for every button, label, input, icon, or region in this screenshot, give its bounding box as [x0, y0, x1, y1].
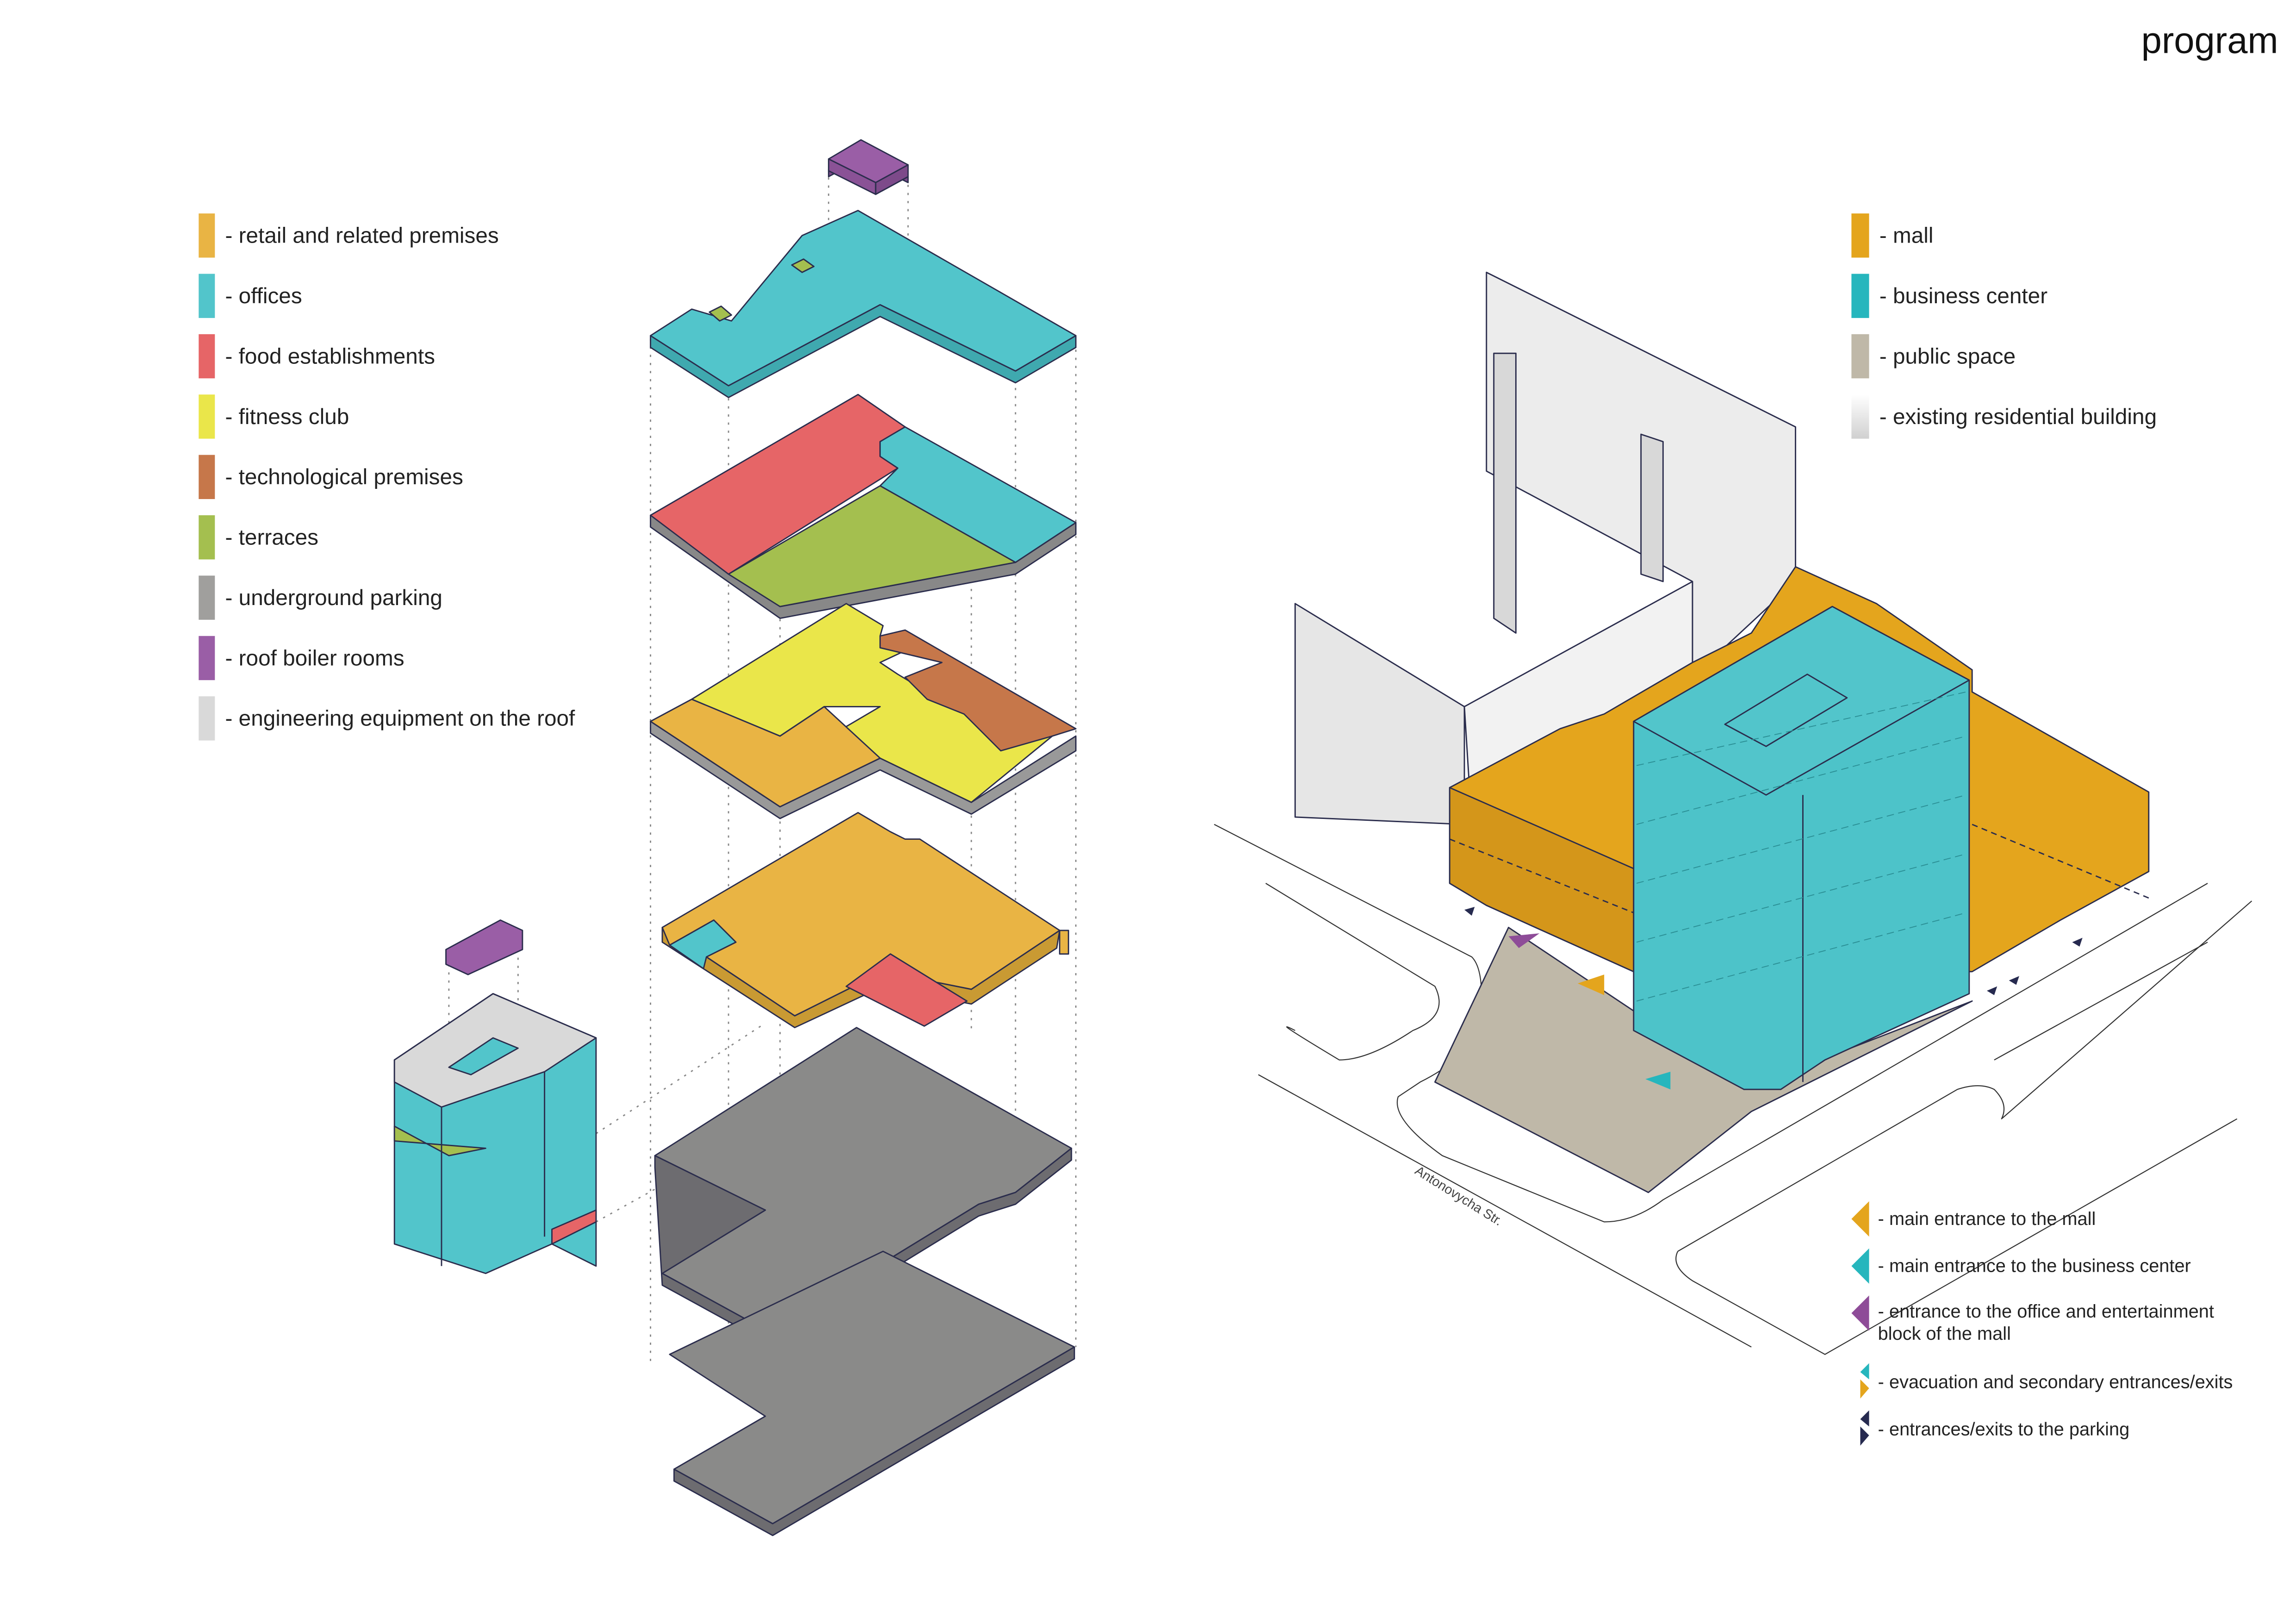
- legend-item: - entrance to the office and entertainme…: [1878, 1301, 2246, 1345]
- legend-label: - food establishments: [225, 344, 435, 369]
- legend-item: - existing residential building: [1851, 394, 2157, 439]
- legend-label: - fitness club: [225, 404, 349, 429]
- legend-item: - terraces: [199, 515, 319, 560]
- legend-item: - business center: [1851, 274, 2047, 318]
- small-tower-overview: [393, 919, 597, 1274]
- legend-item: - main entrance to the business center: [1878, 1256, 2276, 1278]
- legend-label: - offices: [225, 283, 302, 309]
- legend-item: - underground parking: [199, 575, 442, 620]
- swatch-technological: [199, 455, 215, 500]
- roof-boiler-room-block: [828, 139, 909, 195]
- office-entertainment-entrance-triangle-icon: [1851, 1295, 1869, 1331]
- legend-label: - technological premises: [225, 464, 463, 490]
- legend-item: - food establishments: [199, 334, 435, 379]
- legend-label: - retail and related premises: [225, 223, 499, 248]
- floor-offices: [650, 210, 1077, 399]
- legend-label: - main entrance to the business center: [1878, 1255, 2191, 1277]
- swatch-business-center: [1851, 274, 1869, 318]
- floor-food-offices-terraces: [650, 394, 1077, 619]
- page-title: program: [2141, 20, 2278, 62]
- swatch-residential: [1851, 394, 1869, 439]
- legend-label: - engineering equipment on the roof: [225, 706, 575, 731]
- legend-label: - terraces: [225, 525, 319, 550]
- swatch-parking: [199, 575, 215, 620]
- swatch-food: [199, 334, 215, 379]
- business-center-tower: [1633, 606, 1970, 1090]
- parking-exit-icon: [1860, 1410, 1869, 1446]
- swatch-fitness: [199, 394, 215, 439]
- legend-item: - entrances/exits to the parking: [1878, 1419, 2276, 1442]
- legend-label: - existing residential building: [1879, 404, 2157, 429]
- legend-label: - main entrance to the mall: [1878, 1208, 2096, 1230]
- legend-item: - roof boiler rooms: [199, 636, 404, 681]
- swatch-public-space: [1851, 334, 1869, 379]
- swatch-mall: [1851, 213, 1869, 258]
- legend-item: - fitness club: [199, 394, 349, 439]
- legend-label: - roof boiler rooms: [225, 645, 404, 671]
- legend-label: - evacuation and secondary entrances/exi…: [1878, 1372, 2233, 1393]
- swatch-boiler: [199, 636, 215, 681]
- evacuation-exit-icon: [1860, 1363, 1869, 1399]
- entrance-legend-icons: [1851, 1201, 1869, 1446]
- legend-label: - underground parking: [225, 585, 442, 611]
- legend-item: - mall: [1851, 213, 1934, 258]
- business-entrance-triangle-icon: [1851, 1248, 1869, 1284]
- legend-label: - mall: [1879, 223, 1934, 248]
- legend-item: - offices: [199, 274, 302, 318]
- legend-label: - entrances/exits to the parking: [1878, 1419, 2130, 1440]
- legend-item: - engineering equipment on the roof: [199, 696, 575, 741]
- mall-entrance-triangle-icon: [1851, 1201, 1869, 1237]
- underground-parking-levels: [654, 1027, 1075, 1537]
- legend-item: - technological premises: [199, 455, 463, 500]
- floor-retail: [661, 812, 1070, 1029]
- swatch-terraces: [199, 515, 215, 560]
- swatch-engineering: [199, 696, 215, 741]
- legend-item: - main entrance to the mall: [1878, 1209, 2276, 1231]
- legend-item: - retail and related premises: [199, 213, 499, 258]
- swatch-retail: [199, 213, 215, 258]
- legend-item: - evacuation and secondary entrances/exi…: [1878, 1372, 2276, 1394]
- entrance-markers: [1464, 906, 2083, 1090]
- floor-fitness-technological-retail: [650, 603, 1077, 819]
- legend-label: - entrance to the office and entertainme…: [1878, 1301, 2214, 1344]
- swatch-offices: [199, 274, 215, 318]
- legend-label: - business center: [1879, 283, 2048, 309]
- legend-item: - public space: [1851, 334, 2016, 379]
- legend-label: - public space: [1879, 344, 2016, 369]
